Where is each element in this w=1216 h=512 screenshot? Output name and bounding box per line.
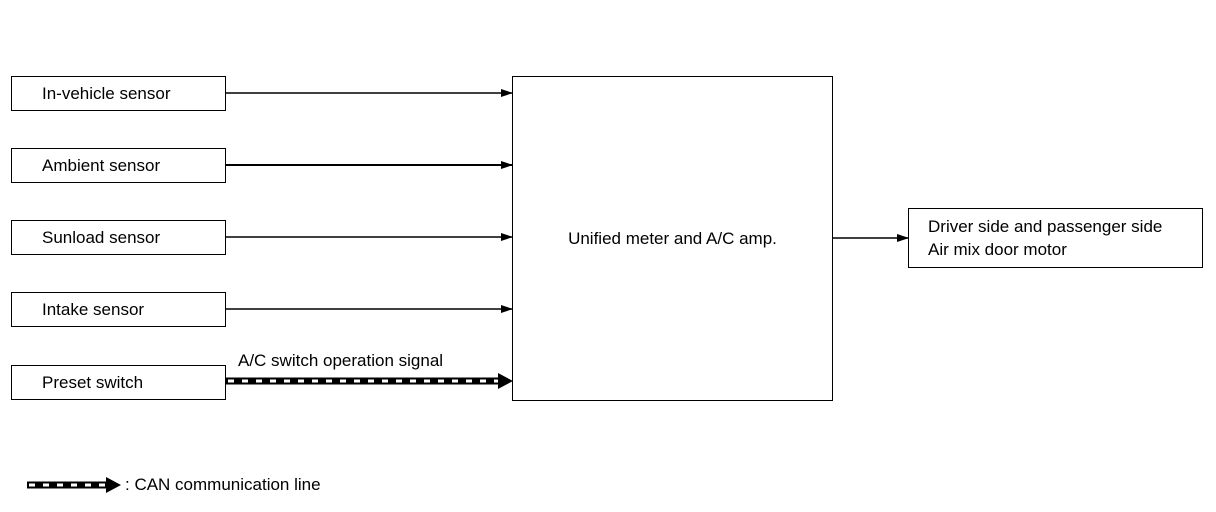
air-mix-door-motor-box: Driver side and passenger side Air mix d… — [908, 208, 1203, 268]
intake-sensor-box: Intake sensor — [11, 292, 226, 327]
legend-can-icon — [27, 477, 121, 493]
in-vehicle-sensor-box: In-vehicle sensor — [11, 76, 226, 111]
unified-meter-amp-box: Unified meter and A/C amp. — [512, 76, 833, 401]
output-label-line2: Air mix door motor — [928, 240, 1067, 259]
legend-text: : CAN communication line — [125, 475, 321, 494]
in-vehicle-sensor-label: In-vehicle sensor — [42, 83, 171, 103]
output-label-line1: Driver side and passenger side — [928, 217, 1163, 236]
sunload-sensor-box: Sunload sensor — [11, 220, 226, 255]
preset-switch-label: Preset switch — [42, 372, 144, 392]
amp-label: Unified meter and A/C amp. — [568, 228, 777, 248]
ambient-sensor-label: Ambient sensor — [42, 155, 161, 175]
preset-switch-box: Preset switch — [11, 365, 226, 400]
sunload-sensor-label: Sunload sensor — [42, 227, 161, 247]
can-line-preset-switch — [226, 373, 513, 389]
can-signal-label: A/C switch operation signal — [238, 351, 444, 370]
intake-sensor-label: Intake sensor — [42, 299, 145, 319]
ambient-sensor-box: Ambient sensor — [11, 148, 226, 183]
